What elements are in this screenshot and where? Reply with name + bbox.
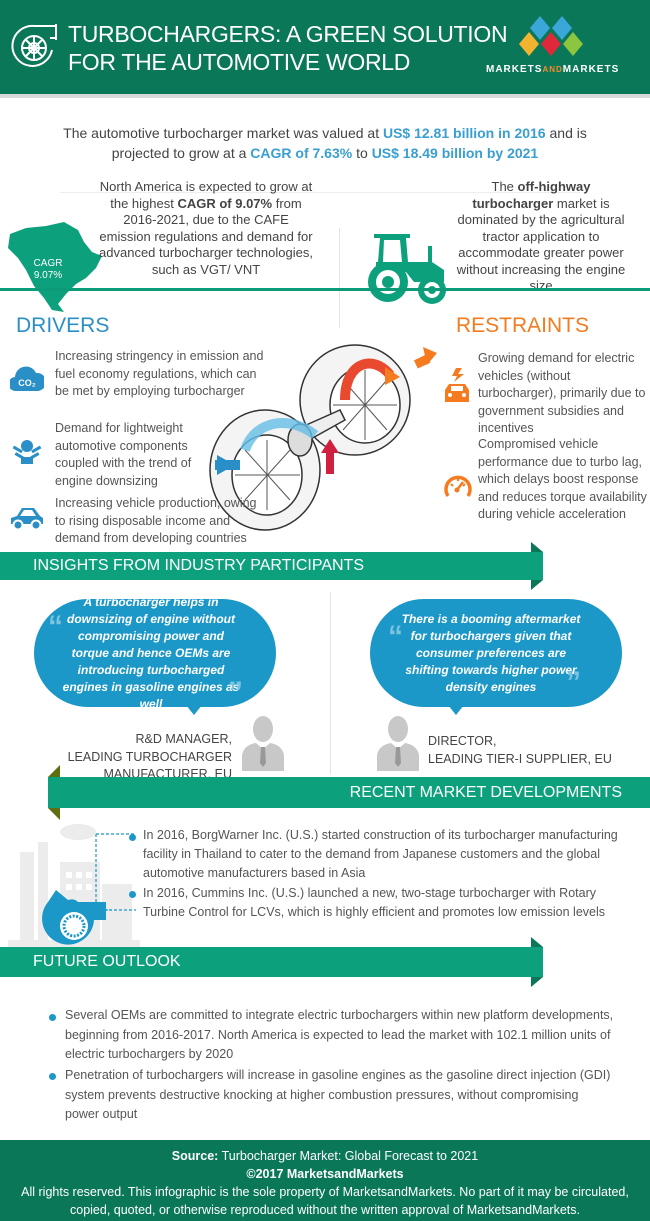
restraint-item-1: Growing demand for electric vehicles (wi… xyxy=(478,351,646,435)
banner-fold xyxy=(531,580,543,590)
person-2-title: DIRECTOR,LEADING TIER-I SUPPLIER, EU xyxy=(428,734,612,766)
driver-item-3: Increasing vehicle production, owing to … xyxy=(55,496,257,545)
banner-fold xyxy=(48,765,60,777)
title-line-2: FOR THE AUTOMOTIVE WORLD xyxy=(68,49,411,75)
insights-title: INSIGHTS FROM INDUSTRY PARTICIPANTS xyxy=(33,557,364,574)
bullet-dot xyxy=(129,891,136,898)
tractor-icon xyxy=(368,234,446,304)
bubble-tail xyxy=(448,705,464,715)
factory-turbo-icon xyxy=(8,824,140,948)
open-quote-icon: “ xyxy=(48,610,63,643)
banner-fold xyxy=(531,977,543,987)
recent-developments-banner: RECENT MARKET DEVELOPMENTS xyxy=(48,777,650,808)
restraint-item-2: Compromised vehicle performance due to t… xyxy=(478,437,647,521)
lightweight-components-icon xyxy=(12,440,42,464)
svg-text:CAGR: CAGR xyxy=(34,258,63,269)
recent-title: RECENT MARKET DEVELOPMENTS xyxy=(349,783,622,801)
section-divider xyxy=(0,288,650,291)
banner-fold xyxy=(531,542,543,552)
person-avatar-2 xyxy=(377,716,419,771)
driver-item-1: Increasing stringency in emission and fu… xyxy=(55,349,264,398)
co2-cloud-icon: CO₂ xyxy=(10,366,44,392)
intro-text: The automotive turbocharger market was v… xyxy=(63,125,587,161)
source-line: Source: Turbocharger Market: Global Fore… xyxy=(171,1149,479,1163)
vertical-divider xyxy=(339,228,340,328)
off-highway-text: The off-highway turbocharger market is d… xyxy=(456,179,626,293)
logo-diamonds xyxy=(519,16,583,56)
open-quote-icon: “ xyxy=(388,620,403,653)
divider xyxy=(60,192,580,193)
header-banner xyxy=(0,0,650,94)
driver-item-2: Demand for lightweight automotive compon… xyxy=(55,421,192,488)
restraints-title: RESTRAINTS xyxy=(456,314,590,337)
close-quote-icon: ” xyxy=(566,666,581,699)
title-line-1: TURBOCHARGERS: A GREEN SOLUTION xyxy=(68,21,508,47)
copyright: ©2017 MarketsandMarkets xyxy=(246,1167,404,1181)
person-avatar-1 xyxy=(242,716,284,771)
page-title: TURBOCHARGERS: A GREEN SOLUTION FOR THE … xyxy=(68,20,508,76)
north-america-text: North America is expected to grow at the… xyxy=(99,179,313,277)
future-outlook-banner: FUTURE OUTLOOK xyxy=(0,947,543,977)
header-divider xyxy=(0,94,650,98)
recent-item-2: In 2016, Cummins Inc. (U.S.) launched a … xyxy=(143,886,606,919)
svg-text:CO₂: CO₂ xyxy=(18,378,36,388)
future-item-1: Several OEMs are committed to integrate … xyxy=(65,1008,614,1061)
speedometer-icon xyxy=(444,475,472,497)
north-america-map-icon: CAGR 9.07% xyxy=(8,222,102,312)
electric-car-icon xyxy=(445,368,469,402)
bubble-tail xyxy=(186,705,202,715)
bullet-dot xyxy=(129,834,136,841)
banner-fold xyxy=(531,937,543,947)
recent-item-1: In 2016, BorgWarner Inc. (U.S.) started … xyxy=(143,828,618,880)
bullet-dot xyxy=(49,1014,56,1021)
banner-fold xyxy=(48,808,60,820)
turbocharger-illustration xyxy=(209,344,437,531)
quote-bubble-1: A turbocharger helps in downsizing of en… xyxy=(34,595,276,711)
close-quote-icon: ” xyxy=(228,676,243,709)
footer: Source: Turbocharger Market: Global Fore… xyxy=(0,1140,650,1221)
bullet-dot xyxy=(49,1073,56,1080)
drivers-title: DRIVERS xyxy=(16,314,110,337)
car-icon xyxy=(11,508,43,531)
rights-text: All rights reserved. This infographic is… xyxy=(21,1185,629,1217)
quote-bubble-2: There is a booming aftermarket for turbo… xyxy=(370,599,622,707)
insights-banner: INSIGHTS FROM INDUSTRY PARTICIPANTS xyxy=(0,552,543,580)
vertical-divider xyxy=(330,592,331,774)
future-item-2: Penetration of turbochargers will increa… xyxy=(65,1068,611,1121)
svg-text:9.07%: 9.07% xyxy=(34,270,62,281)
logo-text: MARKETSANDMARKETS xyxy=(486,64,620,75)
turbocharger-icon xyxy=(11,24,57,67)
future-title: FUTURE OUTLOOK xyxy=(33,953,181,970)
